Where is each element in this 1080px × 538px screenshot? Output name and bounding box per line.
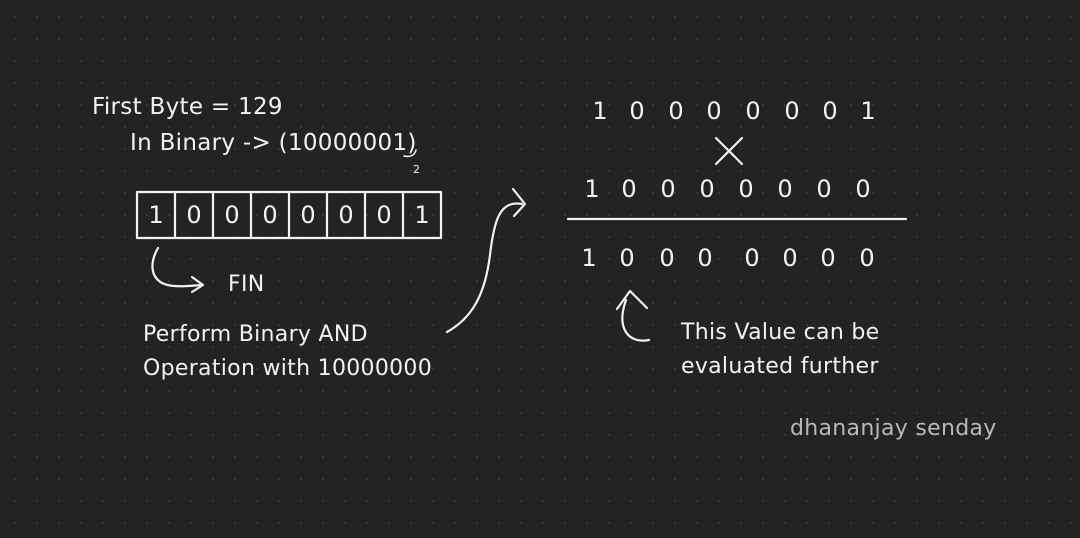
instruction-line-1: Perform Binary AND (143, 322, 368, 347)
byte-cell: 0 (186, 201, 202, 229)
operand-top-digit: 0 (706, 97, 722, 125)
base-subscript: 2 (413, 163, 421, 176)
result-pointer-arrow (621, 298, 651, 342)
fin-label: FIN (228, 272, 265, 297)
operand-top-digit: 1 (860, 97, 876, 125)
operand-top-digit: 0 (668, 97, 684, 125)
result-digit: 1 (581, 244, 597, 272)
author-signature: dhananjay senday (790, 416, 997, 441)
operand-bottom-digit: 0 (699, 175, 715, 203)
operand-bottom-digit: 1 (584, 175, 600, 203)
and-operation-arrow-head (511, 187, 527, 218)
byte-cell: 1 (148, 201, 164, 229)
note-line-1: This Value can be (681, 320, 880, 345)
byte-cell: 0 (338, 201, 354, 229)
result-digit: 0 (782, 244, 798, 272)
result-digit: 0 (659, 244, 675, 272)
operand-bottom-digit: 0 (621, 175, 637, 203)
instruction-line-2: Operation with 10000000 (143, 356, 433, 381)
fin-arrow-head (190, 275, 205, 294)
result-digit: 0 (820, 244, 836, 272)
operand-bottom-digit: 0 (816, 175, 832, 203)
operand-bottom-digit: 0 (855, 175, 871, 203)
byte-cell: 0 (300, 201, 316, 229)
operand-bottom-digit: 0 (777, 175, 793, 203)
operand-bottom-digit: 0 (738, 175, 754, 203)
operand-top-digit: 0 (784, 97, 800, 125)
result-digit: 0 (859, 244, 875, 272)
byte-cell: 0 (224, 201, 240, 229)
operand-top-digit: 0 (822, 97, 838, 125)
multiply-cross (714, 136, 744, 166)
byte-cell: 1 (414, 201, 430, 229)
operand-bottom-digit: 0 (660, 175, 676, 203)
byte-cell: 0 (262, 201, 278, 229)
result-pointer-arrow-head (615, 289, 649, 311)
byte-cell: 0 (376, 201, 392, 229)
operand-top-digit: 0 (629, 97, 645, 125)
and-operation-arrow (445, 202, 524, 334)
first-byte-label: First Byte = 129 (92, 94, 283, 120)
fin-hook-arrow (151, 246, 204, 288)
in-binary-label: In Binary -> (10000001) (130, 130, 417, 156)
result-digit: 0 (744, 244, 760, 272)
operand-top-digit: 1 (592, 97, 608, 125)
result-digit: 0 (697, 244, 713, 272)
result-digit: 0 (619, 244, 635, 272)
operand-top-digit: 0 (745, 97, 761, 125)
note-line-2: evaluated further (681, 354, 879, 379)
bracket-curve (403, 149, 417, 158)
